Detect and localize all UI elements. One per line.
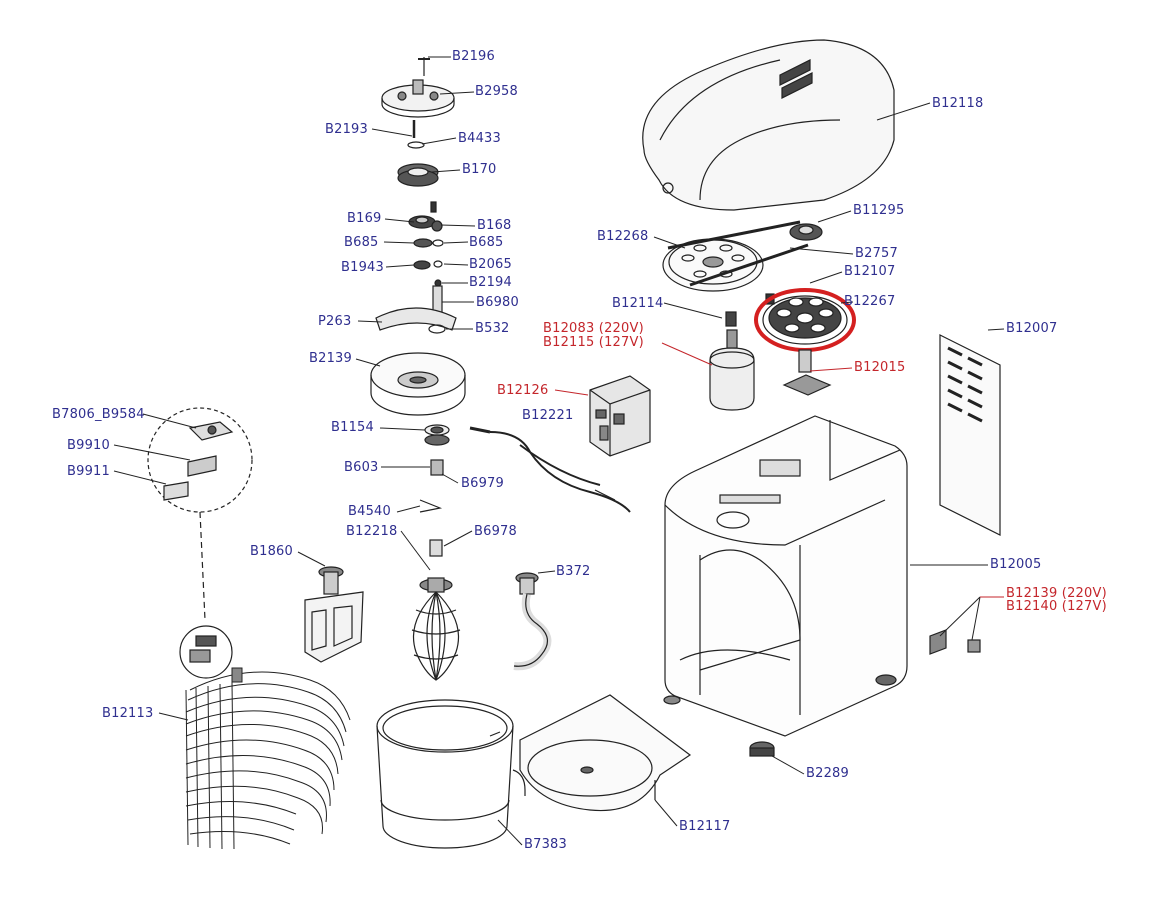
- label-b12005: B12005: [990, 557, 1042, 572]
- switch-detail-callout: [147, 407, 253, 679]
- label-b12115: B12115 (127V): [543, 335, 644, 350]
- bowl: [376, 699, 526, 849]
- label-b6980: B6980: [476, 295, 520, 310]
- label-b11295: B11295: [853, 203, 905, 218]
- label-b532: B532: [475, 321, 510, 336]
- label-p263: P263: [318, 314, 352, 329]
- label-b9911: B9911: [67, 464, 111, 479]
- label-b1943: B1943: [341, 260, 385, 275]
- label-b9910: B9910: [67, 438, 111, 453]
- label-b372: B372: [556, 564, 591, 579]
- label-b2139: B2139: [309, 351, 353, 366]
- label-b6978: B6978: [474, 524, 518, 539]
- motor: [709, 311, 755, 411]
- label-b603: B603: [344, 460, 379, 475]
- machine-frame: [663, 415, 908, 737]
- motor-mount: [782, 349, 832, 396]
- label-b12007: B12007: [1006, 321, 1058, 336]
- whisk: [411, 577, 461, 681]
- label-b12117: B12117: [679, 819, 731, 834]
- label-b2194: B2194: [469, 275, 513, 290]
- planetary-head-parts: [370, 57, 466, 557]
- label-b1860: B1860: [250, 544, 294, 559]
- label-b12118: B12118: [932, 96, 984, 111]
- safety-guard: [185, 667, 351, 850]
- label-b2196: B2196: [452, 49, 496, 64]
- label-b168: B168: [477, 218, 512, 233]
- label-b12015: B12015: [854, 360, 906, 375]
- label-b12140: B12140 (127V): [1006, 599, 1107, 614]
- label-b12139: B12139 (220V): [1006, 586, 1107, 601]
- control-board: [589, 375, 651, 457]
- label-b12218: B12218: [346, 524, 398, 539]
- label-b6979: B6979: [461, 476, 505, 491]
- top-cover: [642, 39, 895, 211]
- label-b2065: B2065: [469, 257, 513, 272]
- foot: [749, 741, 775, 757]
- label-b12267: B12267: [844, 294, 896, 309]
- flat-beater: [304, 566, 364, 663]
- label-b2958: B2958: [475, 84, 519, 99]
- label-b170: B170: [462, 162, 497, 177]
- highlighted-pulley: [754, 288, 856, 352]
- switch-component: [929, 629, 981, 655]
- label-b2193: B2193: [325, 122, 369, 137]
- label-b4433: B4433: [458, 131, 502, 146]
- label-b4540: B4540: [348, 504, 392, 519]
- pulley-belt-assembly: [662, 220, 823, 292]
- label-b12221: B12221: [522, 408, 574, 423]
- red-leader-lines: [554, 342, 1004, 598]
- label-b7383: B7383: [524, 837, 568, 852]
- label-b2757: B2757: [855, 246, 899, 261]
- spiral-hook: [513, 572, 552, 671]
- label-b7806-b9584: B7806_B9584: [52, 407, 145, 422]
- label-b169: B169: [347, 211, 382, 226]
- label-b12126: B12126: [497, 383, 549, 398]
- label-b12113: B12113: [102, 706, 154, 721]
- label-b685-right: B685: [469, 235, 504, 250]
- label-b685-left: B685: [344, 235, 379, 250]
- label-b12107: B12107: [844, 264, 896, 279]
- label-b1154: B1154: [331, 420, 375, 435]
- label-b12083: B12083 (220V): [543, 321, 644, 336]
- leader-lines: [113, 56, 1005, 846]
- power-cord: [469, 426, 631, 513]
- side-panel: [939, 334, 1001, 536]
- label-b12114: B12114: [612, 296, 664, 311]
- bowl-support: [519, 694, 692, 812]
- label-b2289: B2289: [806, 766, 850, 781]
- label-b12268: B12268: [597, 229, 649, 244]
